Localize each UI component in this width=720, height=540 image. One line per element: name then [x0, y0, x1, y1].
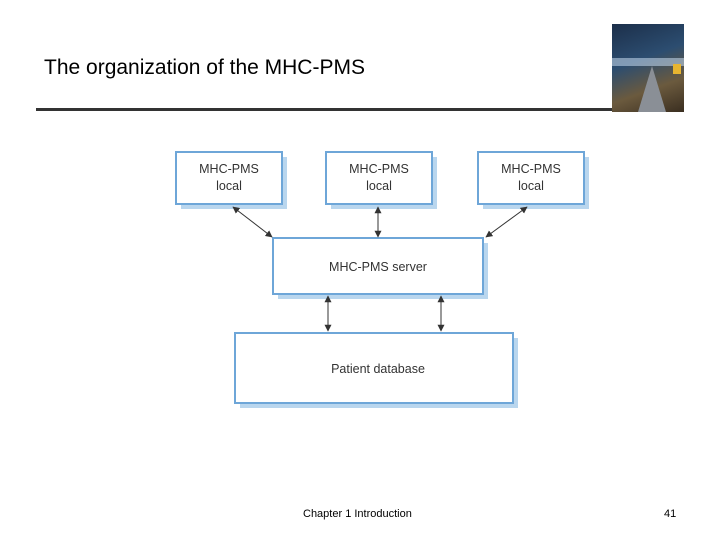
- book-cover-building: [638, 66, 666, 112]
- title-rule: [36, 108, 614, 111]
- database-node: [234, 332, 514, 404]
- local-1-server-connector: [232, 206, 273, 238]
- local-node-2-label-line2: local: [366, 179, 392, 193]
- local-node-2-label-line1: MHC-PMS: [349, 162, 409, 176]
- footer-chapter: Chapter 1 Introduction: [303, 508, 412, 520]
- local-node-1-label-line1: MHC-PMS: [199, 162, 259, 176]
- local-node-2: [325, 151, 433, 205]
- local-node-3-label-line2: local: [518, 179, 544, 193]
- book-cover-image: [612, 24, 684, 112]
- book-cover-edition-badge: [673, 64, 681, 74]
- server-node: [272, 237, 484, 295]
- server-node-label: MHC-PMS server: [329, 260, 427, 274]
- local-3-server-connector: [485, 206, 528, 238]
- database-node-label: Patient database: [331, 362, 425, 376]
- local-node-3-label-line1: MHC-PMS: [501, 162, 561, 176]
- book-cover-band: [612, 58, 684, 66]
- slide-title: The organization of the MHC-PMS: [44, 56, 365, 79]
- local-node-3: [477, 151, 585, 205]
- local-node-1: [175, 151, 283, 205]
- page-number: 41: [664, 508, 677, 520]
- local-node-1-label-line2: local: [216, 179, 242, 193]
